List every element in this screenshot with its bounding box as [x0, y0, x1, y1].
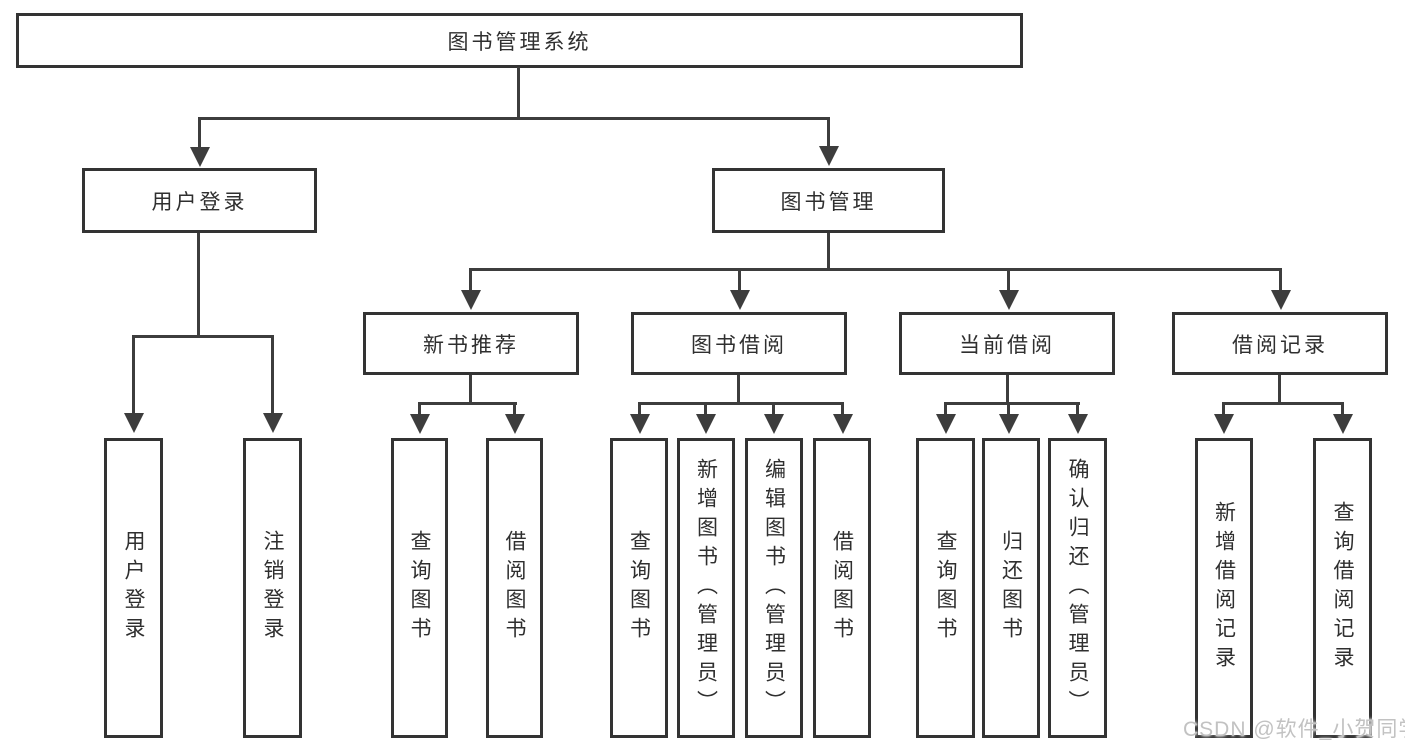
arrow-down-icon: [764, 414, 784, 434]
node-label: 新书推荐: [423, 333, 519, 357]
connector-shaft: [513, 402, 516, 414]
arrow-down-icon: [410, 414, 430, 434]
arrow-down-icon: [999, 414, 1019, 434]
node-current-borrowing: 当前借阅: [899, 312, 1115, 375]
arrow-down-icon: [505, 414, 525, 434]
leaf-return-books: 归还图书: [982, 438, 1040, 738]
connector-book-management-stem: [827, 233, 830, 271]
connector-book-management-bar: [469, 268, 1282, 271]
connector-user-login-bar: [132, 335, 274, 338]
arrow-down-icon: [696, 414, 716, 434]
connector-shaft: [704, 402, 707, 414]
leaf-label: 用户登录: [122, 530, 146, 646]
node-label: 图书借阅: [691, 333, 787, 357]
leaf-label: 确认归还（管理员）: [1066, 457, 1090, 719]
connector-shaft: [827, 117, 830, 146]
arrow-down-icon: [190, 147, 210, 167]
connector-shaft: [1007, 402, 1010, 414]
node-label: 图书管理系统: [447, 30, 592, 54]
arrow-down-icon: [1068, 414, 1088, 434]
connector-shaft: [132, 335, 135, 413]
arrow-down-icon: [999, 290, 1019, 310]
connector-shaft: [271, 335, 274, 413]
arrow-down-icon: [833, 414, 853, 434]
connector-shaft: [1222, 402, 1225, 414]
leaf-query-books-recommend: 查询图书: [391, 438, 448, 738]
connector-bar: [418, 402, 517, 405]
node-user-login: 用户登录: [82, 168, 317, 233]
leaf-label: 归还图书: [999, 530, 1023, 646]
connector-shaft: [841, 402, 844, 414]
leaf-label: 注销登录: [261, 530, 285, 646]
arrow-down-icon: [936, 414, 956, 434]
leaf-add-borrow-record: 新增借阅记录: [1195, 438, 1253, 738]
connector-shaft: [469, 268, 472, 290]
arrow-down-icon: [461, 290, 481, 310]
arrow-down-icon: [630, 414, 650, 434]
leaf-query-borrow-record: 查询借阅记录: [1313, 438, 1372, 738]
node-label: 当前借阅: [959, 333, 1055, 357]
leaf-edit-books-admin: 编辑图书（管理员）: [745, 438, 803, 738]
leaf-label: 新增图书（管理员）: [694, 457, 718, 719]
leaf-label: 查询图书: [408, 530, 432, 646]
leaf-add-books-admin: 新增图书（管理员）: [677, 438, 735, 738]
connector-shaft: [772, 402, 775, 414]
connector-stem: [737, 375, 740, 405]
leaf-label: 查询图书: [627, 530, 651, 646]
leaf-query-books-current: 查询图书: [916, 438, 975, 738]
arrow-down-icon: [1333, 414, 1353, 434]
node-label: 借阅记录: [1232, 333, 1328, 357]
arrow-down-icon: [263, 413, 283, 433]
connector-shaft: [1341, 402, 1344, 414]
node-label: 用户登录: [151, 190, 248, 214]
connector-shaft: [944, 402, 947, 414]
leaf-label: 新增借阅记录: [1212, 501, 1236, 675]
leaf-label: 借阅图书: [503, 530, 527, 646]
connector-shaft: [738, 268, 741, 290]
connector-root-bar: [198, 117, 830, 120]
connector-root-stem: [517, 67, 520, 119]
csdn-watermark: CSDN @软件_小贺同学: [1183, 718, 1405, 741]
arrow-down-icon: [124, 413, 144, 433]
node-library-management-system: 图书管理系统: [16, 13, 1023, 68]
connector-shaft: [1007, 268, 1010, 290]
arrow-down-icon: [1271, 290, 1291, 310]
leaf-user-login: 用户登录: [104, 438, 163, 738]
leaf-label: 查询图书: [934, 530, 958, 646]
node-borrowing-records: 借阅记录: [1172, 312, 1388, 375]
connector-shaft: [418, 402, 421, 414]
connector-user-login-stem: [197, 233, 200, 337]
arrow-down-icon: [730, 290, 750, 310]
leaf-borrow-books: 借阅图书: [813, 438, 871, 738]
connector-stem: [469, 375, 472, 405]
connector-stem: [1278, 375, 1281, 405]
node-label: 图书管理: [780, 190, 877, 214]
connector-shaft: [1279, 268, 1282, 290]
connector-shaft: [1076, 402, 1079, 414]
connector-bar: [638, 402, 844, 405]
leaf-confirm-return-admin: 确认归还（管理员）: [1048, 438, 1107, 738]
leaf-logout: 注销登录: [243, 438, 302, 738]
leaf-query-books-borrowing: 查询图书: [610, 438, 668, 738]
connector-shaft: [638, 402, 641, 414]
connector-bar: [944, 402, 1080, 405]
leaf-borrow-books-recommend: 借阅图书: [486, 438, 543, 738]
node-new-book-recommendation: 新书推荐: [363, 312, 579, 375]
arrow-down-icon: [1214, 414, 1234, 434]
leaf-label: 查询借阅记录: [1331, 501, 1355, 675]
connector-stem: [1006, 375, 1009, 405]
connector-bar: [1222, 402, 1344, 405]
connector-shaft: [198, 117, 201, 147]
node-book-borrowing: 图书借阅: [631, 312, 847, 375]
leaf-label: 借阅图书: [830, 530, 854, 646]
leaf-label: 编辑图书（管理员）: [762, 457, 786, 719]
node-book-management: 图书管理: [712, 168, 945, 233]
arrow-down-icon: [819, 146, 839, 166]
